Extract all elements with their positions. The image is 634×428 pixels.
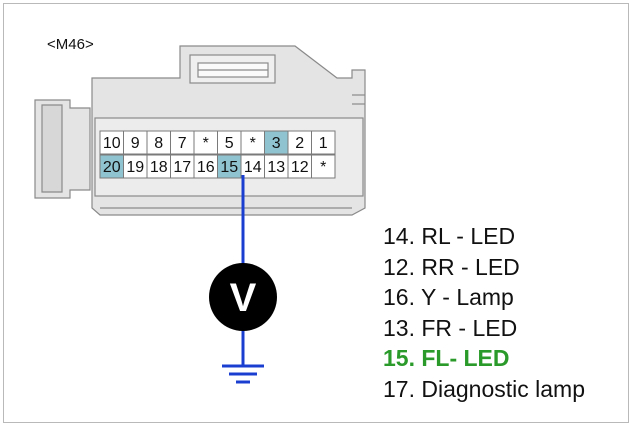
pin-label: 7: [178, 135, 187, 152]
pin-label: *: [250, 135, 256, 152]
legend-item: 17. Diagnostic lamp: [383, 375, 585, 402]
connector-id-label: <M46>: [47, 36, 94, 53]
pin-label: 18: [150, 159, 168, 176]
pin-label: 12: [291, 159, 309, 176]
pin-cell: [311, 130, 336, 155]
pin-label: 1: [319, 135, 328, 152]
legend-item: 13. FR - LED: [383, 314, 518, 341]
voltmeter-icon: V: [209, 263, 277, 331]
pin-label: 15: [220, 159, 238, 176]
pin-label: 19: [126, 159, 144, 176]
legend-item: 12. RR - LED: [383, 253, 520, 280]
legend-item: 16. Y - Lamp: [383, 284, 514, 310]
pin-label: 14: [244, 159, 262, 176]
pin-cell: [311, 154, 336, 179]
pin-label: 2: [295, 135, 304, 152]
pin-label: 8: [154, 135, 163, 152]
pin-label: 10: [103, 135, 121, 152]
pin-label: *: [203, 135, 209, 152]
legend-item-highlighted: 15. FL- LED: [383, 345, 510, 371]
pin-label: 20: [103, 159, 121, 176]
ground-icon: [222, 364, 264, 384]
legend-item: 14. RL - LED: [383, 223, 516, 249]
pin-label: 5: [225, 135, 234, 152]
pin-label: 17: [173, 159, 191, 176]
pin-label: 13: [267, 159, 285, 176]
pin-label: 3: [272, 135, 281, 152]
pin-label: 9: [131, 135, 140, 152]
voltmeter-symbol: V: [230, 276, 257, 320]
pin-label: 16: [197, 159, 215, 176]
pin-label: *: [320, 159, 326, 176]
pin-legend: 14. RL - LED 12. RR - LED 16. Y - Lamp 1…: [383, 221, 585, 404]
